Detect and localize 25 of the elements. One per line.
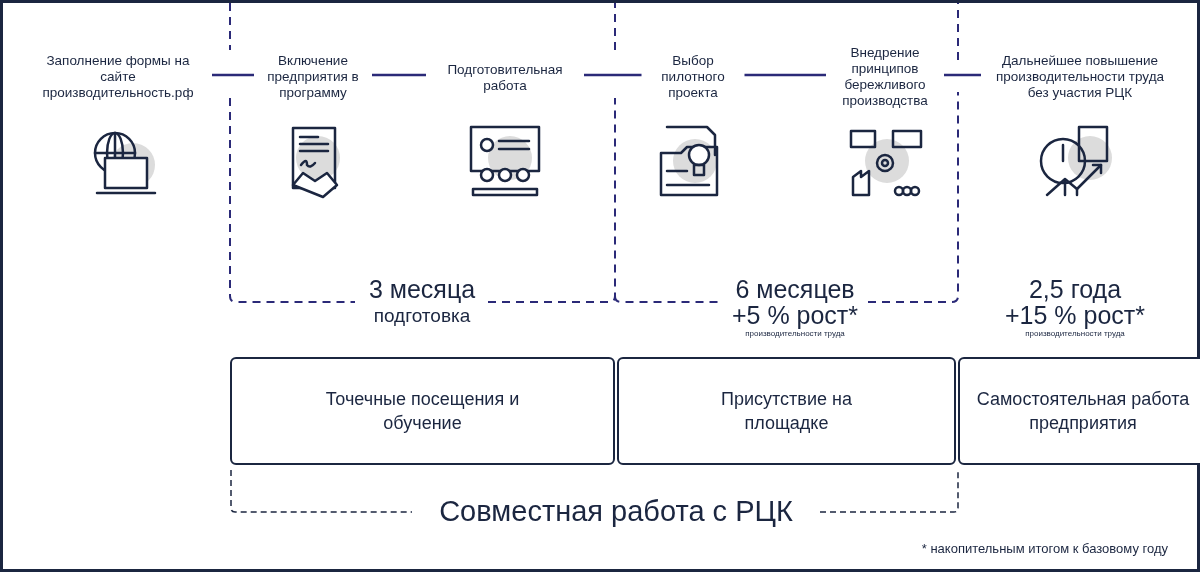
period-label: 2,5 года	[1028, 274, 1122, 304]
step-label: Внедрение принципов бережливого производства	[841, 45, 929, 109]
metric-caption: производительности труда	[745, 329, 845, 339]
connector-line	[744, 73, 826, 77]
connector-line	[944, 73, 981, 77]
step-label: Выбор пилотного проекта	[660, 53, 726, 101]
connector-line	[212, 73, 254, 77]
period-label: подготовка	[373, 304, 471, 328]
period-label: 6 месяцев	[735, 274, 855, 304]
step-label: Подготовительная работа	[446, 62, 564, 94]
stage-box	[230, 357, 615, 465]
step-label: Включение предприятия в программу	[266, 53, 360, 101]
metric-caption: производительности труда	[1025, 329, 1125, 339]
connector-line	[584, 73, 642, 77]
stage-label: Самостоятельная работа предприятия	[975, 388, 1191, 435]
stage-box	[958, 357, 1200, 465]
stage-label: Точечные посещения и обучение	[324, 388, 521, 435]
footnote: * накопительным итогом к базовому году	[921, 540, 1168, 558]
period-label: 3 месяца	[368, 274, 476, 304]
step-label: Дальнейшее повышение производительности труда без участия РЦК	[994, 53, 1166, 101]
step-label: Заполнение формы на сайте производительность.рф	[41, 53, 195, 101]
connector-line	[372, 73, 426, 77]
period-label: Совместная работа с РЦК	[439, 494, 793, 529]
stage-box	[617, 357, 956, 465]
stage-label: Присутствие на площадке	[720, 388, 853, 435]
